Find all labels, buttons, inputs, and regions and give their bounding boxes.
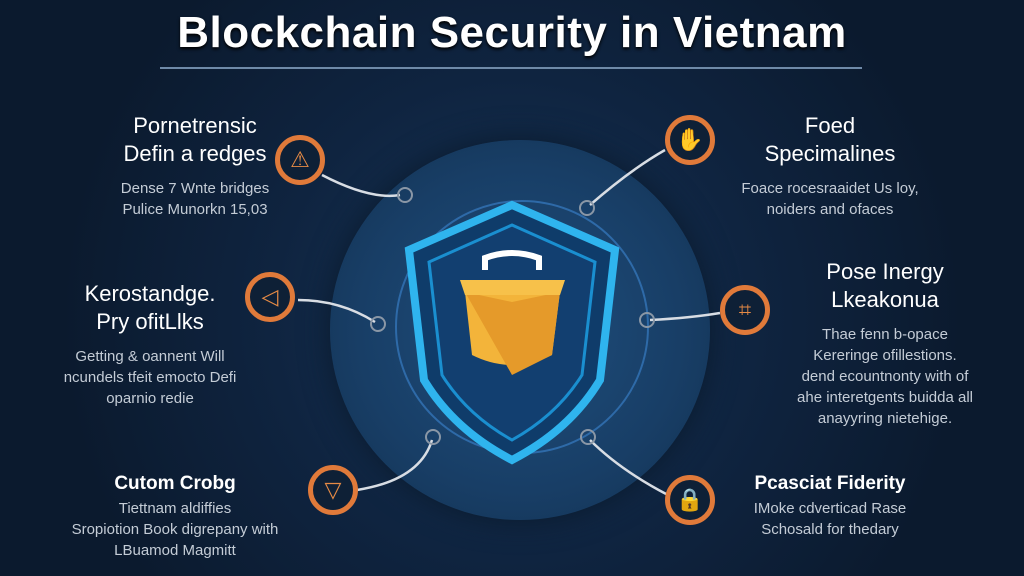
- feature-heading: Pornetrensic: [133, 113, 257, 138]
- feature-heading: Foed: [804, 113, 856, 138]
- feature-heading: Pcasciat Fiderity: [754, 473, 906, 494]
- feature-heading: Pose Inergy: [826, 259, 944, 284]
- title-underline: [160, 67, 862, 69]
- play-triangle-icon: ◁: [245, 272, 295, 322]
- page-title: Blockchain Security in Vietnam: [177, 8, 847, 57]
- hand-coin-icon: ✋: [665, 115, 715, 165]
- network-icon: ⌗: [720, 285, 770, 335]
- connector-6: [589, 439, 669, 497]
- connector-3: [297, 298, 376, 324]
- feature-body: Foace rocesraaidet Us loy,noiders and of…: [741, 180, 919, 218]
- feature-1: Pornetrensic Defin a redges Dense 7 Wnte…: [90, 112, 300, 220]
- feature-3: Kerostandge. Pry ofitLlks Getting & oann…: [45, 280, 255, 409]
- feature-heading: Pry ofitLlks: [96, 309, 204, 334]
- feature-2: Foed Specimalines Foace rocesraaidet Us …: [730, 112, 930, 220]
- shield-icon: [404, 200, 620, 465]
- bag-icon: 🔒: [665, 475, 715, 525]
- connector-2: [589, 148, 666, 206]
- connector-5: [356, 439, 434, 492]
- feature-heading: Cutom Crobg: [114, 473, 236, 494]
- feature-heading: Defin a redges: [123, 141, 267, 166]
- warning-triangle-icon: ⚠: [275, 135, 325, 185]
- gem-icon: ▽: [308, 465, 358, 515]
- connector-4: [649, 311, 721, 322]
- feature-heading: Lkeakonua: [831, 287, 939, 312]
- feature-heading: Kerostandge.: [84, 281, 216, 306]
- connector-1: [321, 173, 401, 198]
- feature-heading: Specimalines: [764, 141, 896, 166]
